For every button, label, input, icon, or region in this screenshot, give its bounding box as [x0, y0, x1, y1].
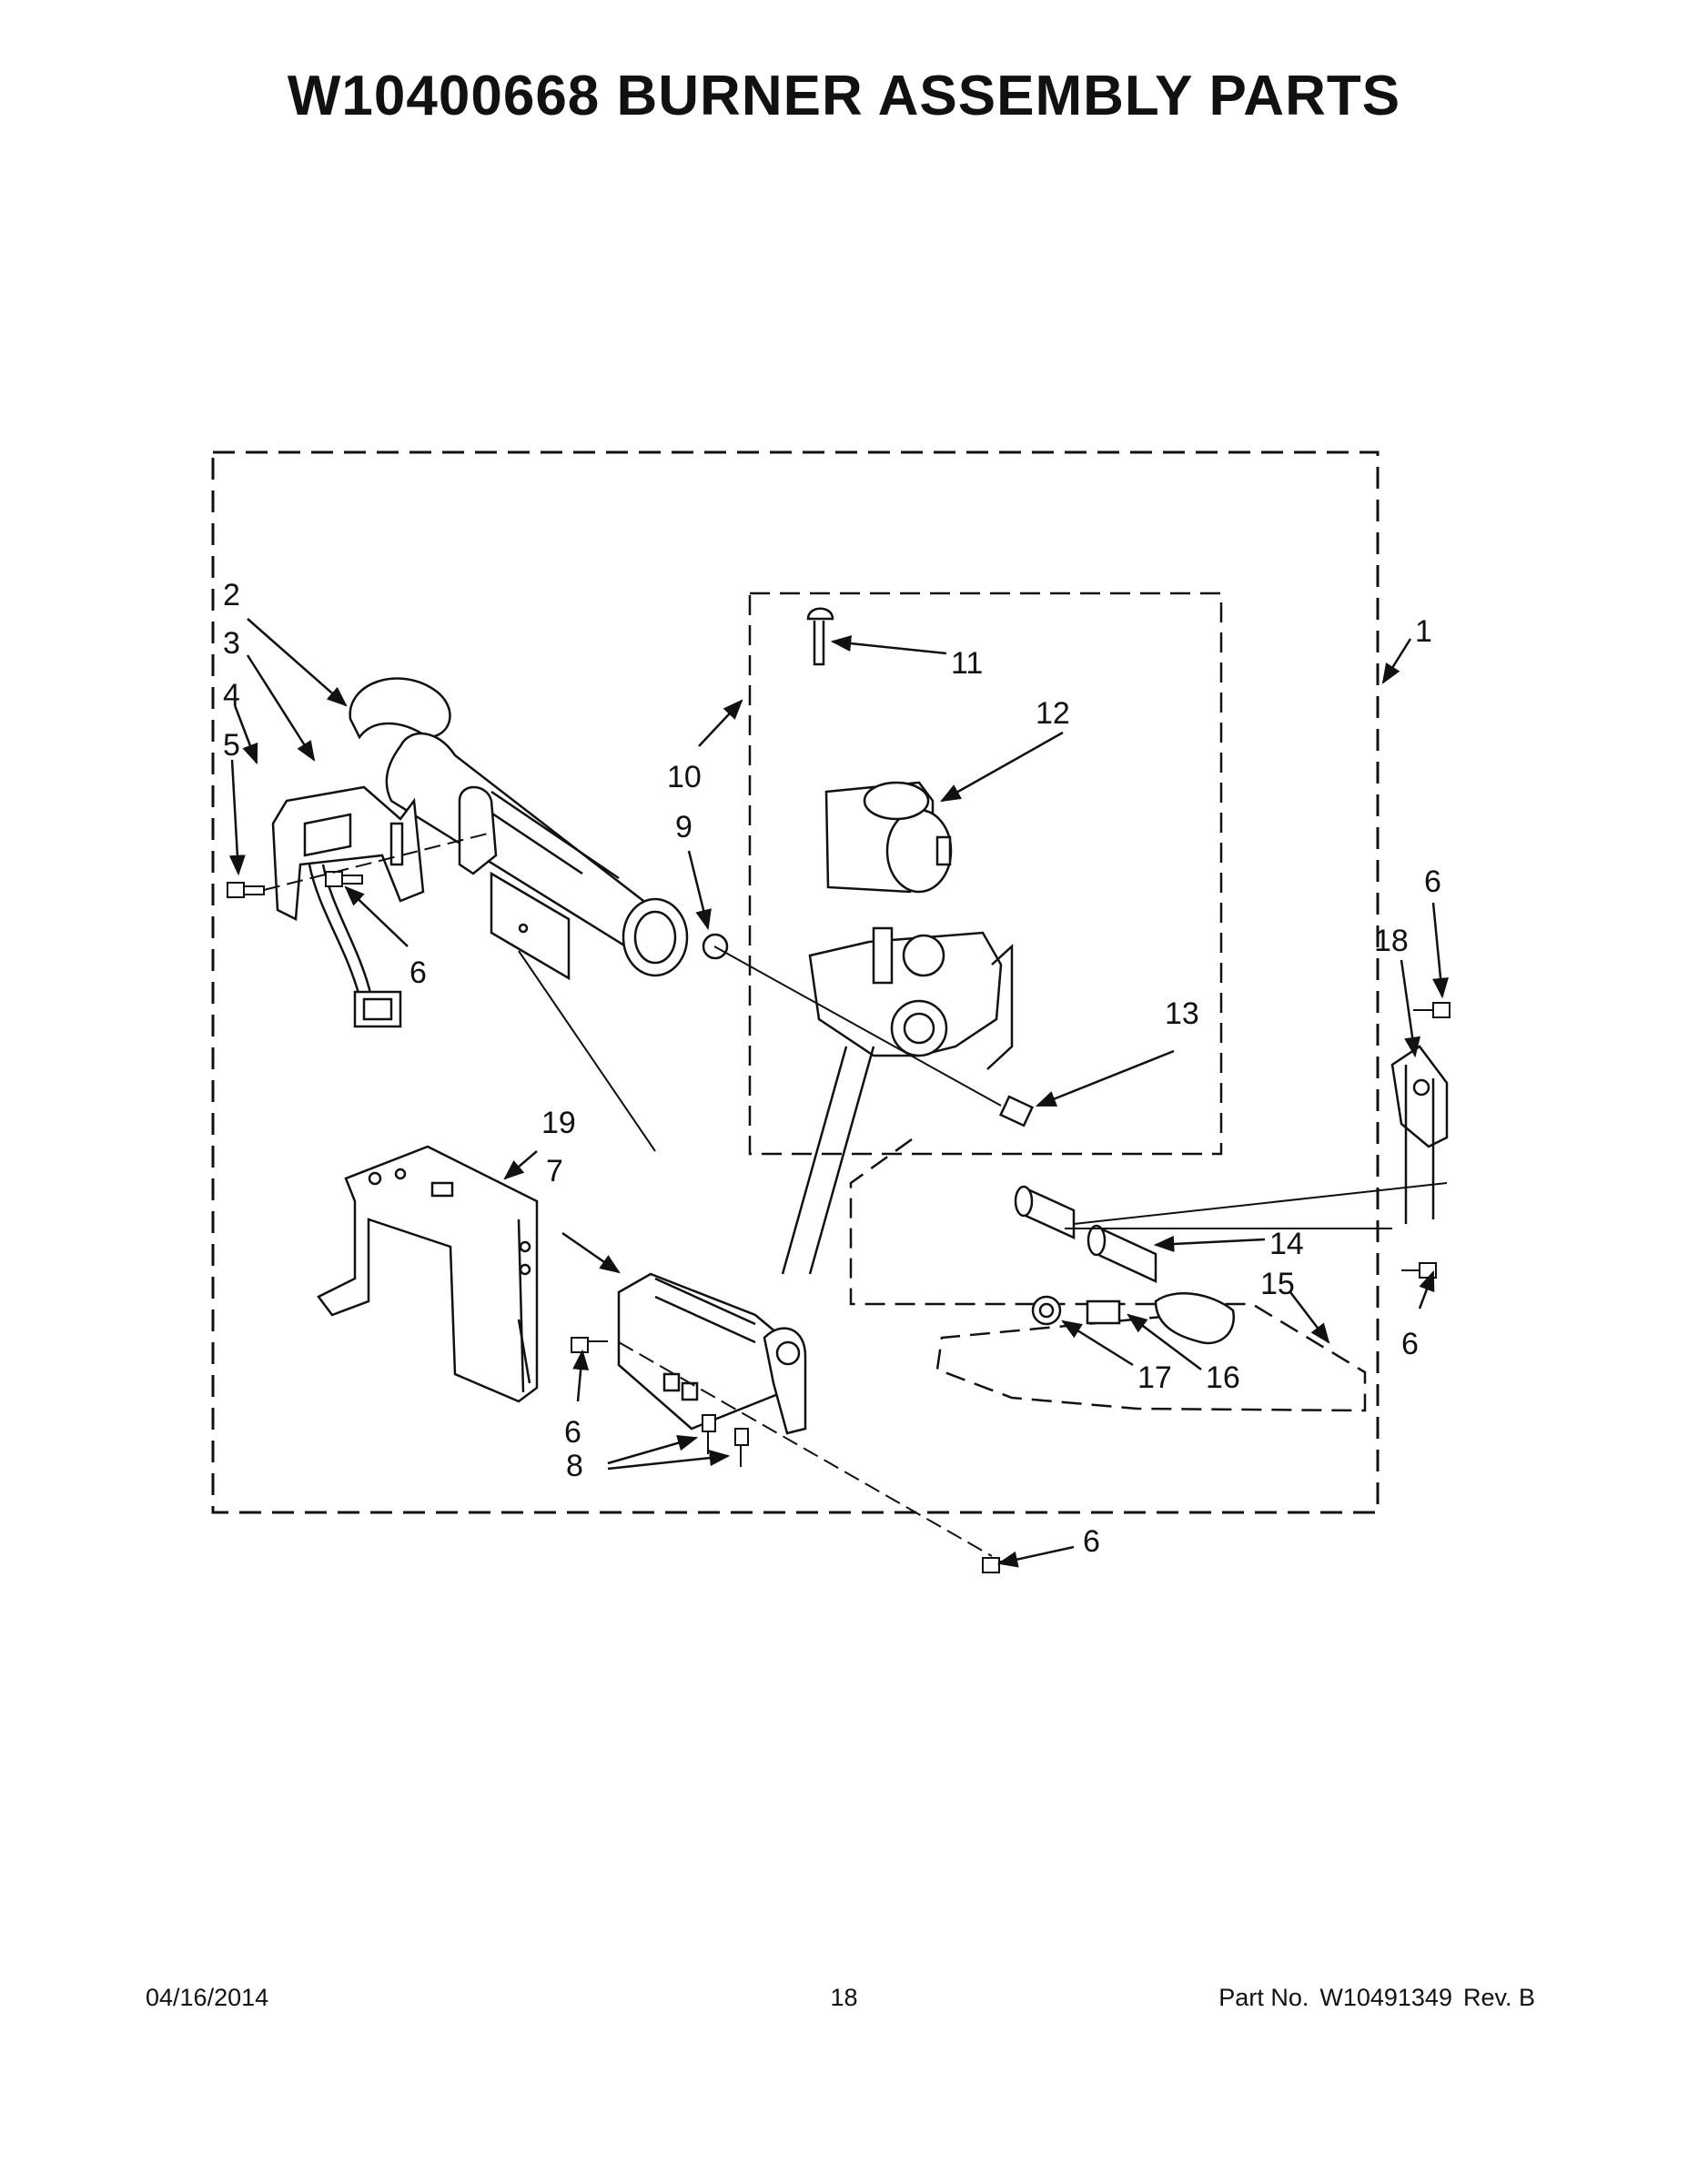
callout-6-bottom: 6 [1083, 1524, 1100, 1559]
callout-12: 12 [1036, 696, 1070, 731]
callout-10: 10 [667, 760, 702, 794]
callout-4: 4 [223, 678, 240, 713]
callout-leaders [228, 618, 1450, 1568]
footer-date: 04/16/2014 [146, 1984, 269, 2011]
callout-14: 14 [1269, 1227, 1304, 1261]
footer-part-number: Part No. W10491349 Rev. B [1208, 1984, 1535, 2012]
mounting-bracket-part [317, 1145, 807, 1435]
orifice-parts [1014, 1182, 1448, 1345]
callout-13: 13 [1165, 996, 1199, 1031]
footer-part-label: Part No. [1218, 1984, 1309, 2011]
footer-page-number: 18 [830, 1984, 858, 2011]
callout-6-bottom-left: 6 [564, 1415, 581, 1450]
footer-part-value: W10491349 [1319, 1984, 1452, 2011]
alignment-dashed-line [263, 832, 993, 1557]
callout-9: 9 [675, 810, 692, 844]
page-title: W10400668 BURNER ASSEMBLY PARTS [287, 65, 1401, 127]
gas-valve-group-box [748, 592, 1223, 1156]
assembly-boundary-box [211, 450, 1380, 1514]
footer-revision: Rev. B [1462, 1984, 1535, 2011]
callout-15: 15 [1260, 1267, 1295, 1301]
igniter-bracket-part [271, 785, 425, 1028]
callout-5: 5 [223, 728, 240, 763]
callout-6-left: 6 [409, 956, 427, 990]
sensor-plate-part [490, 871, 656, 1152]
callout-3: 3 [223, 626, 240, 661]
tube-bracket-part [1390, 1045, 1449, 1224]
burner-tube-part [349, 677, 689, 977]
gas-valve-part [702, 607, 1034, 1275]
screw-parts [227, 871, 1450, 1573]
callout-8: 8 [566, 1449, 583, 1483]
callout-6-right: 6 [1401, 1327, 1419, 1361]
callout-6-top-right: 6 [1424, 864, 1441, 899]
callout-11: 11 [951, 646, 983, 681]
callout-1: 1 [1415, 614, 1432, 649]
callout-19: 19 [541, 1106, 576, 1140]
callout-2: 2 [223, 578, 240, 612]
callout-7: 7 [546, 1154, 563, 1188]
orifice-group-outline [849, 1138, 1367, 1412]
callout-16: 16 [1206, 1360, 1240, 1395]
callout-18: 18 [1374, 924, 1409, 958]
callout-17: 17 [1137, 1360, 1172, 1395]
